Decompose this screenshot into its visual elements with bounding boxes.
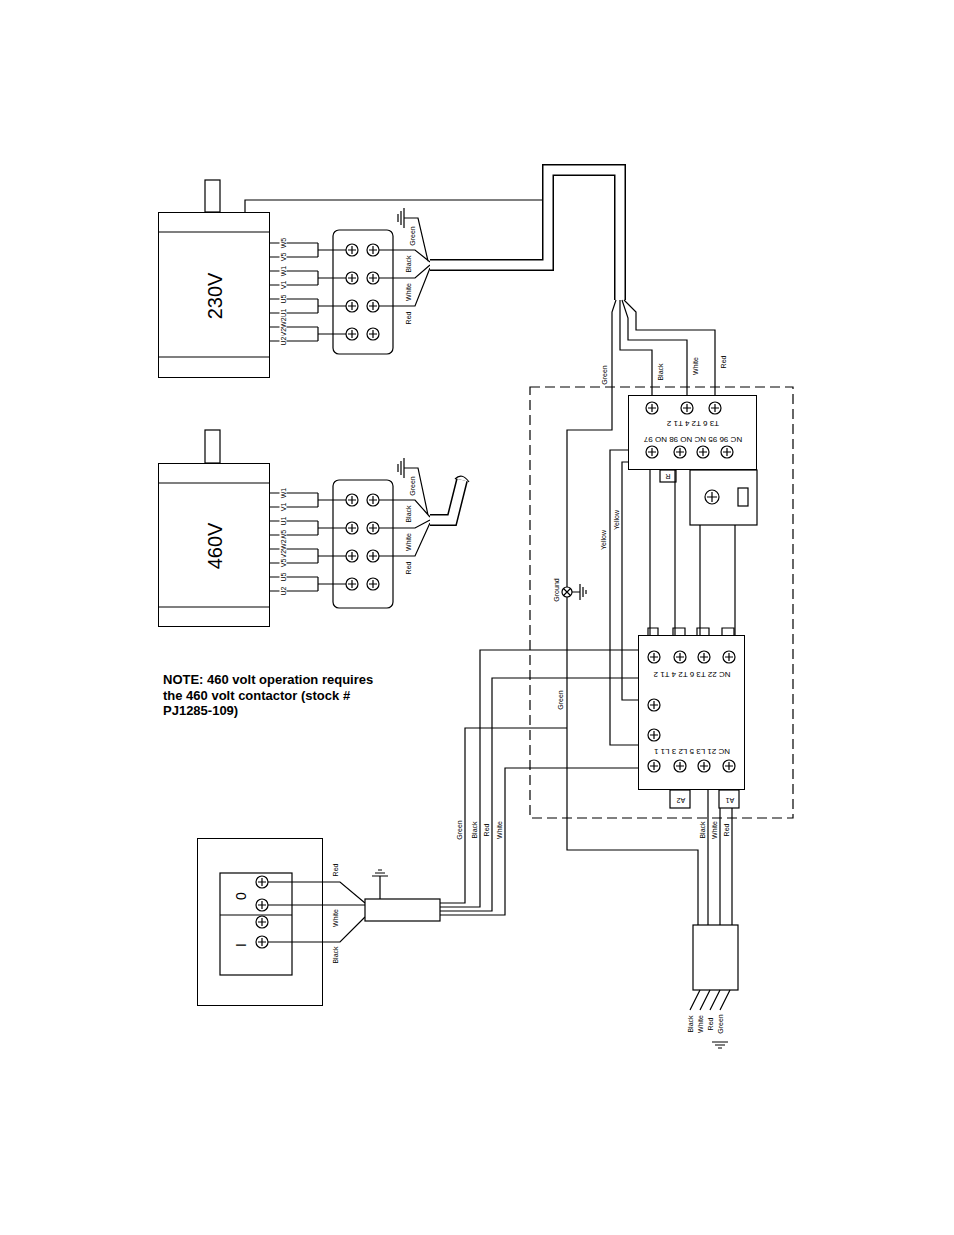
- wire-label: Green: [717, 1014, 724, 1033]
- terminal-lead: U2: [280, 336, 287, 347]
- terminal-lead: V1: [280, 502, 287, 513]
- wire-label: Green: [557, 690, 564, 709]
- wire-label: Red: [332, 864, 339, 877]
- terminal-lead: V2W2: [280, 316, 287, 337]
- wire-label: Red: [723, 824, 730, 837]
- wire-label: Yellow: [600, 530, 607, 550]
- wire-label: White: [405, 533, 412, 551]
- wire-label: White: [332, 909, 339, 927]
- switch-box: 0I: [197, 838, 323, 1006]
- wire-label: Green: [601, 365, 608, 384]
- terminal-label: R: [665, 473, 670, 480]
- wire-label: Red: [405, 562, 412, 575]
- terminal-lead: W5: [280, 237, 287, 250]
- wire-label: Green: [456, 820, 463, 839]
- wire-label: White: [405, 283, 412, 301]
- terminal-lead: U2: [280, 586, 287, 597]
- motor-body: 460V: [158, 463, 270, 627]
- wire-label: Black: [332, 946, 339, 963]
- wire-connector: [245, 170, 652, 395]
- wire-label: Black: [657, 363, 664, 380]
- overload-relay: T3 6 T2 4 T1 2 NC 96 95 NC NO 98 NO 97: [628, 395, 757, 470]
- switch-position: 0: [234, 892, 248, 900]
- terminal-lead: U5: [280, 294, 287, 305]
- wire-label: White: [496, 821, 503, 839]
- wire-label: White: [711, 821, 718, 839]
- wire-label: Black: [405, 255, 412, 272]
- coil-terminal: A2: [677, 797, 686, 804]
- wire-label: Yellow: [613, 510, 620, 530]
- terminal-lead: V5: [280, 252, 287, 263]
- terminal-lead: W1: [280, 487, 287, 500]
- terminal-lead: U5: [280, 572, 287, 583]
- voltage-label: 460V: [205, 523, 225, 570]
- terminal-lead: U1: [280, 516, 287, 527]
- terminal-labels: T3 6 T2 4 T1 2: [667, 419, 719, 427]
- motor-body: 230V: [158, 212, 270, 378]
- wire-label: Black: [699, 821, 706, 838]
- wire-connector: [674, 470, 675, 635]
- wire-label: Green: [409, 476, 416, 495]
- note-text: NOTE: 460 volt operation requires the 46…: [163, 672, 377, 719]
- wire-label: Red: [483, 824, 490, 837]
- ground-label: Ground: [553, 578, 560, 601]
- terminal-lead: W1: [280, 265, 287, 278]
- wire-label: White: [692, 357, 699, 375]
- terminal-labels: NC 21 L3 5 L2 3 L1 1: [654, 747, 730, 755]
- wire-label: White: [697, 1015, 704, 1033]
- contactor: NC 22 T3 6 T2 4 T1 2 NC 21 L3 5 L2 3 L1 1…: [638, 635, 745, 790]
- wire-label: Black: [471, 821, 478, 838]
- terminal-lead: V1: [280, 280, 287, 291]
- terminal-labels: NC 96 95 NC NO 98 NO 97: [644, 435, 742, 443]
- voltage-label: 230V: [205, 273, 225, 320]
- wire-label: Black: [687, 1015, 694, 1032]
- switch-position: I: [234, 943, 248, 947]
- wire-label: Red: [720, 356, 727, 369]
- terminal-lead: V2W2: [280, 538, 287, 559]
- wire-label: Red: [405, 312, 412, 325]
- wire-label: Red: [707, 1018, 714, 1031]
- coil-terminal: A1: [726, 797, 735, 804]
- terminal-labels: NC 22 T3 6 T2 4 T1 2: [654, 670, 731, 678]
- wire-label: Black: [405, 505, 412, 522]
- wire-label: Green: [409, 226, 416, 245]
- terminal-lead: V5: [280, 558, 287, 569]
